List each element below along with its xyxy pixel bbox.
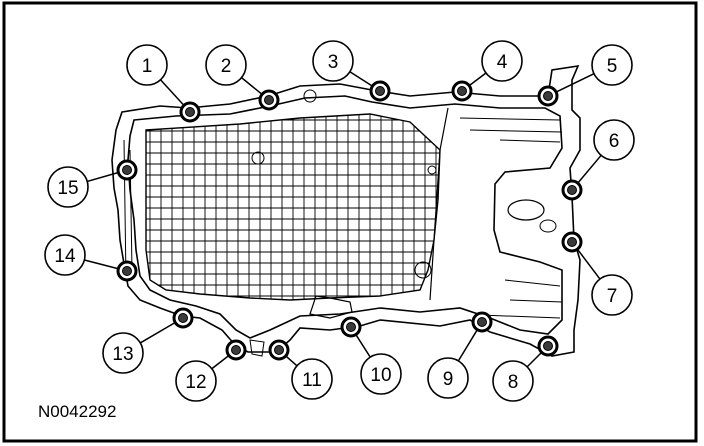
leader-line-8 [526, 351, 543, 368]
figure-reference-id: N0042292 [38, 402, 116, 421]
leader-line-5 [555, 73, 595, 93]
callout-9: 9 [427, 357, 469, 399]
bolt-4 [451, 80, 473, 102]
bolt-13 [172, 307, 194, 329]
bolt-14 [116, 260, 138, 282]
callout-label-6: 6 [609, 131, 620, 152]
bolt-5 [537, 85, 559, 107]
callout-label-9: 9 [443, 369, 454, 390]
callout-7: 7 [591, 274, 633, 316]
bolt-15 [116, 159, 138, 181]
leader-line-4 [468, 72, 487, 87]
leader-line-15 [87, 171, 119, 183]
leader-lines [84, 71, 602, 370]
bolt-6 [561, 179, 583, 201]
callout-14: 14 [44, 234, 86, 276]
bolt-3 [369, 80, 391, 102]
leader-line-12 [211, 354, 230, 370]
callout-label-10: 10 [370, 365, 391, 386]
callout-15: 15 [47, 166, 89, 208]
callout-3: 3 [312, 40, 354, 82]
callout-label-5: 5 [607, 56, 618, 77]
callout-5: 5 [591, 44, 633, 86]
bolt-9 [471, 311, 493, 333]
callout-13: 13 [102, 332, 144, 374]
leader-line-6 [577, 154, 602, 184]
bolt-11 [268, 339, 290, 361]
leader-line-14 [84, 259, 119, 270]
bolt-8 [537, 335, 559, 357]
callout-label-11: 11 [302, 370, 322, 391]
leader-line-10 [355, 334, 371, 358]
callout-label-1: 1 [142, 56, 153, 77]
figure-frame [2, 1, 698, 443]
callout-label-8: 8 [508, 372, 519, 393]
callout-label-13: 13 [112, 344, 133, 365]
callout-12: 12 [175, 360, 217, 402]
callout-4: 4 [481, 40, 523, 82]
callout-label-12: 12 [185, 372, 206, 393]
callout-label-4: 4 [497, 52, 508, 73]
callout-8: 8 [492, 360, 534, 402]
callout-1: 1 [126, 44, 168, 86]
callout-label-14: 14 [54, 246, 76, 267]
leader-line-9 [457, 329, 478, 362]
leader-line-1 [159, 79, 185, 106]
callout-label-2: 2 [221, 56, 232, 77]
callout-label-15: 15 [57, 178, 78, 199]
bolt-10 [340, 316, 362, 338]
leader-line-7 [576, 248, 601, 280]
callout-6: 6 [593, 119, 635, 161]
oil-pan-outline [111, 64, 581, 357]
callout-11: 11 [291, 358, 333, 400]
leader-line-13 [139, 321, 176, 344]
leader-line-11 [285, 355, 298, 367]
callout-2: 2 [205, 44, 247, 86]
bolt-1 [179, 101, 201, 123]
callout-10: 10 [360, 353, 402, 395]
leader-line-2 [241, 77, 263, 95]
oil-pan-baffle-grid [146, 114, 440, 300]
bolt-12 [225, 339, 247, 361]
bolt-7 [561, 231, 583, 253]
bolt-2 [258, 89, 280, 111]
leader-line-3 [349, 71, 373, 87]
bolt-markers [116, 80, 583, 361]
callout-label-7: 7 [607, 286, 618, 307]
callout-label-3: 3 [328, 52, 339, 73]
